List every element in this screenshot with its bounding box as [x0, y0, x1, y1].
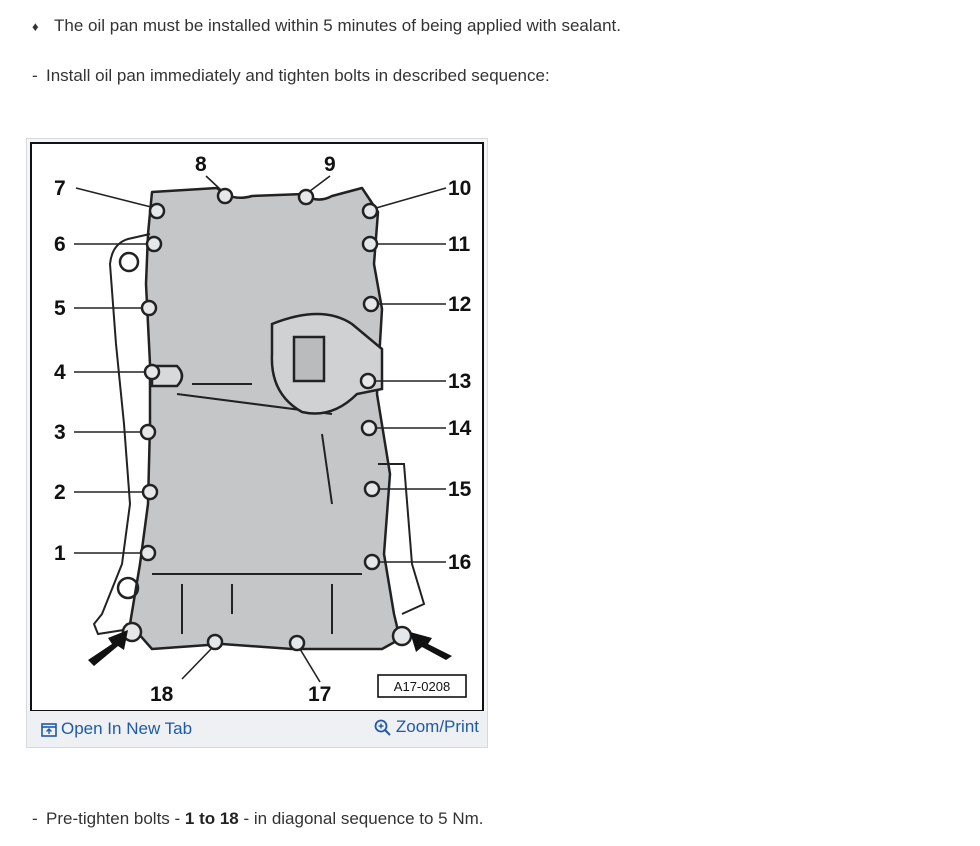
callout-7: 7	[54, 177, 66, 200]
zoom-icon	[374, 719, 391, 736]
dash-marker: -	[32, 809, 38, 828]
callout-13: 13	[448, 370, 471, 393]
open-tab-label: Open In New Tab	[61, 719, 193, 738]
callout-6: 6	[54, 233, 66, 256]
callout-1: 1	[54, 542, 66, 565]
step-install-text: Install oil pan immediately and tighten …	[46, 66, 550, 85]
callout-8: 8	[195, 153, 207, 176]
diamond-bullet-icon: ♦	[32, 19, 39, 34]
figure-toolbar: Open In New Tab Zoom/Print	[27, 711, 487, 747]
callout-4: 4	[54, 361, 66, 384]
note-text: The oil pan must be installed within 5 m…	[54, 16, 622, 35]
open-tab-icon	[41, 722, 57, 737]
callout-17: 17	[308, 683, 331, 706]
callout-14: 14	[448, 417, 472, 440]
note-line: ♦ The oil pan must be installed within 5 …	[32, 16, 621, 36]
callout-16: 16	[448, 551, 471, 574]
callout-11: 11	[448, 233, 471, 256]
zoom-print-link[interactable]: Zoom/Print	[374, 717, 479, 737]
callout-2: 2	[54, 481, 66, 504]
bolt-range: 1 to 18	[184, 809, 239, 828]
callout-12: 12	[448, 293, 471, 316]
figure-frame: 1 2 3 4 5 6 7 8 9 10 11 12 13 14 15 16 1…	[30, 142, 484, 712]
dash-marker: -	[32, 66, 38, 85]
pretighten-text-start: Pre-tighten bolts -	[46, 809, 185, 828]
zoom-label: Zoom/Print	[395, 717, 479, 736]
open-in-new-tab-link[interactable]: Open In New Tab	[41, 719, 192, 739]
callout-10: 10	[448, 177, 471, 200]
callout-5: 5	[54, 297, 66, 320]
step-install-line: -Install oil pan immediately and tighten…	[32, 66, 550, 86]
oil-pan-diagram: 1 2 3 4 5 6 7 8 9 10 11 12 13 14 15 16 1…	[54, 153, 472, 706]
callout-18: 18	[150, 683, 174, 706]
oil-pan-figure: 1 2 3 4 5 6 7 8 9 10 11 12 13 14 15 16 1…	[26, 138, 488, 748]
callout-9: 9	[324, 153, 336, 176]
callout-15: 15	[448, 478, 472, 501]
callout-3: 3	[54, 421, 66, 444]
pretighten-text-end: - in diagonal sequence to 5 Nm.	[238, 809, 484, 828]
figure-id-box	[377, 674, 467, 698]
step-pretighten-line: -Pre-tighten bolts - 1 to 18 - in diagon…	[32, 809, 484, 829]
figure-id: A17-0208	[394, 679, 450, 694]
